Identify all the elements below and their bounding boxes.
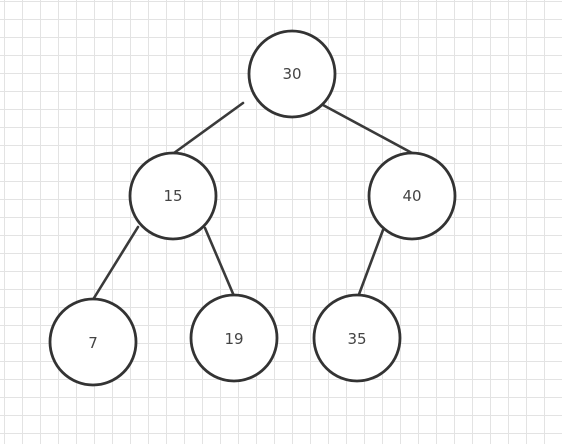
tree-node-19: 19 — [189, 293, 279, 383]
node-label: 30 — [282, 65, 301, 83]
tree-node-15: 15 — [128, 151, 218, 241]
node-label: 15 — [163, 187, 182, 205]
tree-node-35: 35 — [312, 293, 402, 383]
edge-30-15 — [172, 101, 245, 155]
edge-15-7 — [92, 225, 140, 300]
node-label: 35 — [347, 330, 366, 348]
node-label: 7 — [88, 334, 98, 352]
edge-15-19 — [203, 226, 236, 298]
edges — [92, 101, 414, 300]
node-label: 40 — [402, 187, 421, 205]
edge-30-40 — [321, 103, 414, 155]
tree-node-7: 7 — [48, 297, 138, 387]
tree-node-40: 40 — [367, 151, 457, 241]
tree-node-30: 30 — [247, 29, 337, 119]
node-label: 19 — [224, 330, 243, 348]
edge-40-35 — [356, 228, 385, 299]
